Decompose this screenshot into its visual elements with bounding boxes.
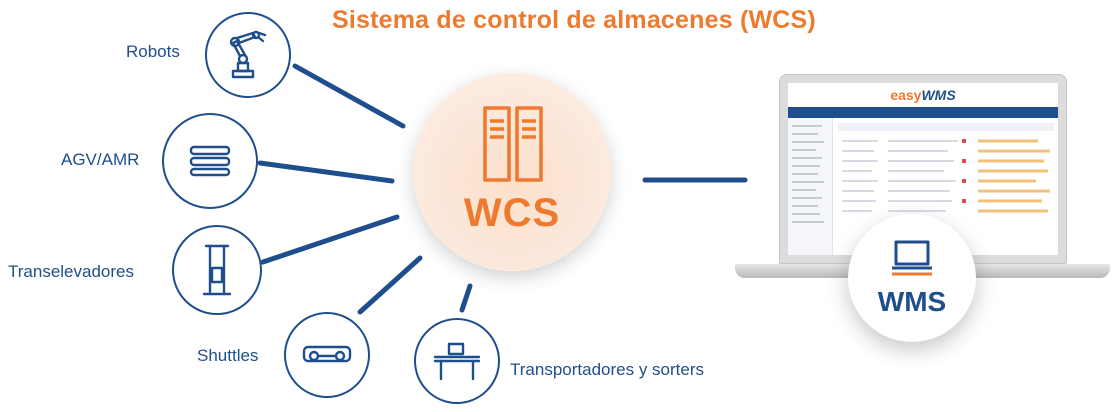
robot-arm-icon — [229, 30, 267, 79]
node-transelevadores — [172, 225, 262, 315]
node-label-robots: Robots — [126, 42, 180, 61]
conveyor-icon — [433, 342, 481, 381]
node-transportadores — [414, 318, 500, 404]
node-shuttles — [284, 312, 370, 398]
connector-transelevadores — [260, 214, 400, 265]
connector-agv — [257, 160, 395, 184]
easywms-logo: easyWMS — [788, 87, 1058, 103]
laptop-icon — [892, 240, 932, 276]
brand-part2: WMS — [921, 87, 956, 103]
app-header-bar — [788, 107, 1058, 118]
connector-shuttles — [357, 255, 423, 315]
wcs-node: WCS — [413, 73, 611, 271]
stacker-crane-icon — [202, 244, 232, 296]
node-label-transelevadores: Transelevadores — [8, 262, 134, 281]
agv-icon — [189, 145, 231, 177]
wms-node: WMS — [848, 214, 976, 342]
brand-part1: easy — [890, 87, 922, 103]
diagram-title: Sistema de control de almacenes (WCS) — [332, 6, 816, 34]
node-label-shuttles: Shuttles — [197, 346, 259, 365]
app-content-lines — [838, 123, 1054, 213]
shuttle-icon — [302, 345, 352, 363]
server-icon — [483, 106, 543, 182]
node-robots — [205, 12, 291, 98]
node-agv — [162, 113, 258, 209]
app-main — [838, 123, 1054, 251]
app-sidebar — [788, 118, 833, 255]
connector-robots — [292, 63, 406, 129]
sidebar-lines — [792, 125, 824, 223]
connector-transportadores — [459, 283, 473, 313]
wcs-label: WCS — [463, 191, 561, 235]
node-label-agv: AGV/AMR — [61, 150, 140, 169]
node-label-transportadores: Transportadores y sorters — [510, 360, 704, 379]
wms-label: WMS — [877, 286, 947, 317]
